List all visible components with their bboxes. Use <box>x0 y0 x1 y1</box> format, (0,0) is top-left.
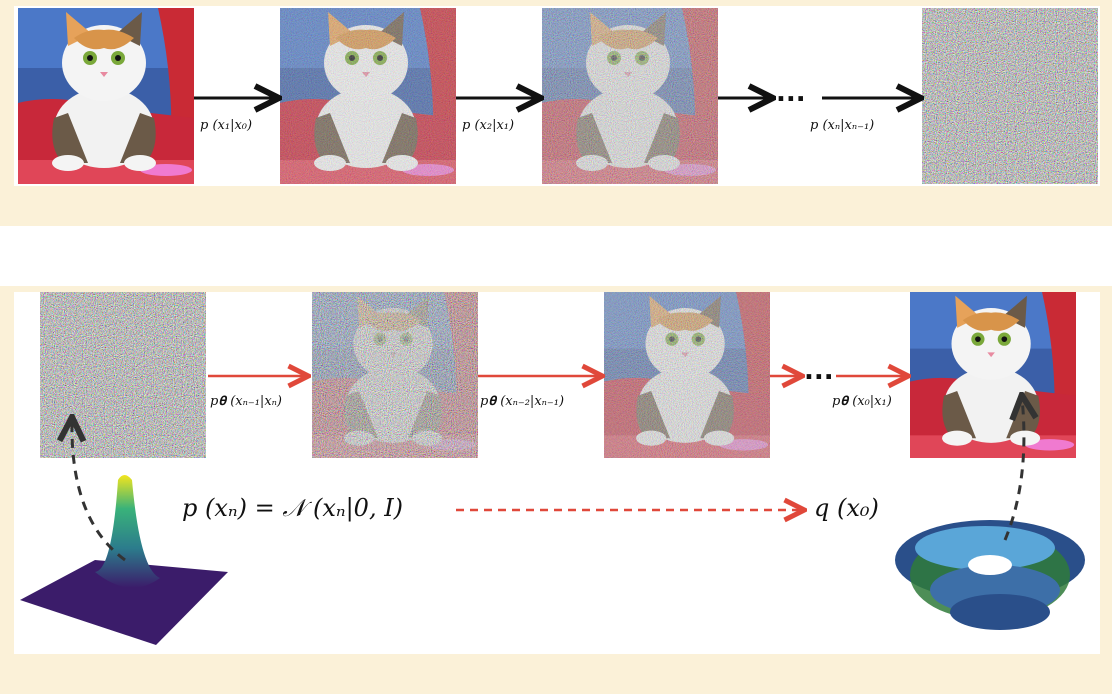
data-distribution-shape <box>895 520 1085 630</box>
data-dashed-link <box>1005 398 1024 540</box>
reverse-label-3: p𝛉 (x₀|x₁) <box>832 394 892 409</box>
forward-label-3: p (xₙ|xₙ₋₁) <box>810 118 874 133</box>
target-distribution: q (x₀) <box>814 494 879 522</box>
reverse-label-1: p𝛉 (xₙ₋₁|xₙ) <box>210 394 282 409</box>
forward-label-2: p (x₂|x₁) <box>462 118 514 133</box>
forward-label-1: p (x₁|x₀) <box>200 118 252 133</box>
reverse-ellipsis: ... <box>804 356 834 386</box>
forward-ellipsis: ... <box>776 78 806 108</box>
reverse-label-2: p𝛉 (xₙ₋₂|xₙ₋₁) <box>480 394 564 409</box>
prior-equation: p (xₙ) = 𝒩 (xₙ|0, I) <box>182 494 403 522</box>
